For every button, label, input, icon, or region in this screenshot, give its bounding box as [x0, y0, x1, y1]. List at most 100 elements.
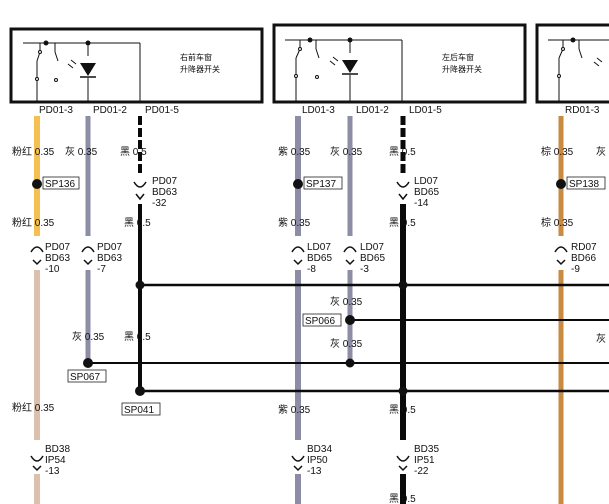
splice-label: SP136 [45, 179, 75, 190]
pin-label: RD01-3 [565, 105, 600, 116]
connector-pd07-7: PD07 BD63 -7 [81, 236, 122, 275]
wire-label: 棕 0.35 [541, 145, 574, 158]
splice-dot [83, 358, 93, 368]
splice-label: SP041 [124, 405, 154, 416]
svg-text:-13: -13 [45, 466, 60, 477]
svg-text:IP51: IP51 [414, 455, 435, 466]
connector-bd34: BD34 IP50 -13 [291, 440, 332, 477]
splice-label: SP067 [70, 372, 100, 383]
svg-text:BD65: BD65 [307, 253, 332, 264]
switch-title: 左后车窗 [442, 52, 474, 62]
wire-label: 棕 0.35 [541, 216, 574, 229]
pin-label: PD01-3 [39, 105, 73, 116]
wire-label: 黑 0.5 [120, 146, 147, 158]
wire-label: 黑 0.5 [389, 217, 416, 229]
switch-box [535, 23, 609, 104]
connector-rd07-9: RD07 BD66 -9 [554, 236, 597, 275]
switch-front-right: 右前车窗 升降器开关 [9, 27, 264, 104]
switch-internal-circuit [285, 39, 403, 103]
splice-label: SP066 [305, 316, 335, 327]
svg-text:BD65: BD65 [360, 253, 385, 264]
wire-label: 粉红 0.35 [12, 216, 55, 229]
pin-labels: PD01-3 PD01-2 PD01-5 LD01-3 LD01-2 LD01-… [39, 105, 600, 116]
wire-label: 紫 0.35 [278, 404, 311, 416]
svg-text:RD07: RD07 [571, 242, 597, 253]
wire-label: 灰 [596, 145, 606, 158]
svg-text:-8: -8 [307, 264, 316, 275]
connector-pd07-10: PD07 BD63 -10 [30, 236, 70, 275]
svg-text:IP54: IP54 [45, 455, 66, 466]
wire-label: 黑 0.5 [389, 493, 416, 504]
svg-text:BD63: BD63 [45, 253, 70, 264]
svg-text:IP50: IP50 [307, 455, 328, 466]
svg-text:PD07: PD07 [97, 242, 122, 253]
wire-label: 灰 0.35 [330, 145, 363, 158]
svg-text:LD07: LD07 [360, 242, 384, 253]
wire-label: 灰 0.35 [330, 337, 363, 350]
wire-label: 黑 0.5 [389, 404, 416, 416]
wire-label: 灰 0.35 [65, 145, 98, 158]
splice-label: SP138 [569, 179, 599, 190]
svg-text:BD35: BD35 [414, 444, 439, 455]
wire-label: 灰 [596, 332, 606, 345]
junction-dot [347, 37, 353, 43]
pin-label: PD01-5 [145, 105, 179, 116]
pin-label: PD01-2 [93, 105, 127, 116]
pin-label: LD01-3 [302, 105, 335, 116]
svg-text:BD38: BD38 [45, 444, 70, 455]
splice-dot [135, 386, 145, 396]
svg-text:-13: -13 [307, 466, 322, 477]
connector-ld07-8: LD07 BD65 -8 [291, 236, 332, 275]
junction-dot [345, 358, 355, 368]
svg-text:-22: -22 [414, 466, 429, 477]
wire-label: 粉红 0.35 [12, 401, 55, 414]
led-icon [329, 56, 358, 75]
switch-internal-circuit [23, 42, 141, 103]
wire-label: 紫 0.35 [278, 146, 311, 158]
connector-bd35: BD35 IP51 -22 [396, 440, 439, 477]
splice-label: SP137 [306, 179, 336, 190]
svg-text:-9: -9 [571, 264, 580, 275]
svg-text:-3: -3 [360, 264, 369, 275]
switch-box [272, 23, 527, 104]
svg-text:BD63: BD63 [152, 187, 177, 198]
wire-label: 黑 0.5 [124, 331, 151, 343]
wire-label: 黑 0.5 [389, 146, 416, 158]
svg-text:PD07: PD07 [152, 176, 177, 187]
svg-text:BD63: BD63 [97, 253, 122, 264]
switch-internal-circuit [548, 39, 609, 103]
led-icon [593, 57, 603, 67]
svg-text:-7: -7 [97, 264, 106, 275]
junction-dot [135, 280, 145, 290]
wire-label: 灰 0.35 [330, 295, 363, 308]
switch-title: 升降器开关 [442, 64, 482, 74]
splices: SP136 SP137 SP138 SP066 SP067 SP041 [32, 176, 606, 416]
switch-rear-right [535, 23, 609, 104]
junction-dot [570, 37, 576, 43]
switch-box [9, 27, 264, 104]
led-icon [67, 59, 96, 78]
svg-text:BD66: BD66 [571, 253, 596, 264]
switch-title: 升降器开关 [180, 64, 220, 74]
splice-dot [32, 179, 42, 189]
switch-rear-left: 左后车窗 升降器开关 [272, 23, 527, 104]
wire-label: 灰 0.35 [72, 330, 105, 343]
wire-label: 紫 0.35 [278, 217, 311, 229]
junction-dot [398, 280, 408, 290]
svg-text:-14: -14 [414, 198, 429, 209]
splice-dot [345, 315, 355, 325]
junction-dot [85, 40, 91, 46]
connector-pd07-32: PD07 BD63 -32 [133, 176, 177, 209]
svg-text:BD65: BD65 [414, 187, 439, 198]
junction-dot [398, 386, 408, 396]
svg-text:-10: -10 [45, 264, 60, 275]
splice-dot [293, 179, 303, 189]
svg-text:-32: -32 [152, 198, 167, 209]
switch-title: 右前车窗 [180, 52, 212, 62]
pin-label: LD01-2 [356, 105, 389, 116]
svg-text:PD07: PD07 [45, 242, 70, 253]
svg-text:LD07: LD07 [414, 176, 438, 187]
svg-text:LD07: LD07 [307, 242, 331, 253]
wire-label: 粉红 0.35 [12, 145, 55, 158]
